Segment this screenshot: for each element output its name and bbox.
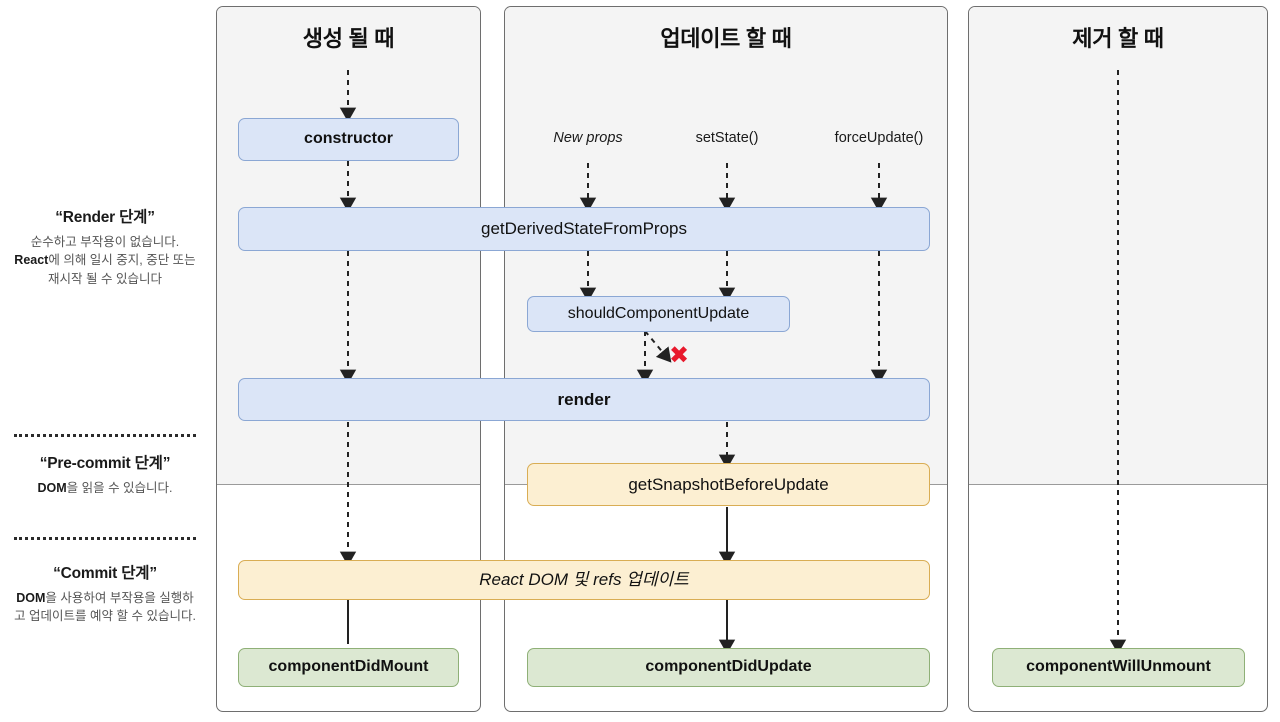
- legend-pre-commit-phase: “Pre-commit 단계” DOM을 읽을 수 있습니다.: [0, 451, 210, 497]
- abort-x-icon: ✖: [669, 341, 690, 369]
- node-component-will-unmount[interactable]: componentWillUnmount: [992, 648, 1245, 687]
- legend-commit-phase-title: “Commit 단계”: [53, 565, 157, 582]
- panel-mounting-title: 생성 될 때: [302, 26, 395, 51]
- node-should-component-update-label: shouldComponentUpdate: [567, 304, 750, 322]
- panel-unmounting-title: 제거 할 때: [1072, 26, 1164, 51]
- panel-unmounting-render-region: [969, 7, 1267, 485]
- legend-render-phase-desc: 순수하고 부작용이 없습니다. React에 의해 일시 중지, 중단 또는 재…: [14, 235, 196, 286]
- node-react-dom-and-refs-update[interactable]: React DOM 및 refs 업데이트: [238, 560, 930, 600]
- panel-mounting: 생성 될 때: [216, 6, 481, 712]
- node-constructor[interactable]: constructor: [238, 118, 459, 161]
- legend-pre-commit-phase-desc: DOM을 읽을 수 있습니다.: [37, 481, 173, 495]
- node-render-label: render: [557, 389, 611, 409]
- legend-commit-phase: “Commit 단계” DOM을 사용하여 부작용을 실행하고 업데이트를 예약…: [0, 561, 210, 626]
- node-constructor-label: constructor: [304, 130, 393, 148]
- node-get-derived-state-from-props[interactable]: getDerivedStateFromProps: [238, 207, 930, 251]
- node-should-component-update[interactable]: shouldComponentUpdate: [527, 296, 790, 332]
- trigger-new-props: New props: [553, 130, 623, 146]
- trigger-force-update: forceUpdate(): [834, 130, 924, 146]
- panel-updating-title: 업데이트 할 때: [660, 26, 792, 51]
- legend-render-phase-title: “Render 단계”: [55, 209, 155, 226]
- legend-render-phase: “Render 단계” 순수하고 부작용이 없습니다. React에 의해 일시…: [0, 205, 210, 288]
- node-render[interactable]: render: [238, 378, 930, 421]
- node-component-did-update[interactable]: componentDidUpdate: [527, 648, 930, 687]
- phase-legend-column: “Render 단계” 순수하고 부작용이 없습니다. React에 의해 일시…: [0, 0, 210, 722]
- node-component-did-mount-label: componentDidMount: [268, 658, 429, 676]
- node-component-did-update-label: componentDidUpdate: [645, 658, 812, 676]
- node-get-snapshot-before-update-label: getSnapshotBeforeUpdate: [628, 474, 829, 494]
- node-component-will-unmount-label: componentWillUnmount: [1026, 658, 1211, 676]
- panel-updating: 업데이트 할 때: [504, 6, 948, 712]
- node-react-dom-and-refs-update-label: React DOM 및 refs 업데이트: [479, 570, 689, 590]
- legend-pre-commit-phase-title: “Pre-commit 단계”: [39, 455, 171, 472]
- legend-divider-bottom: [14, 537, 196, 540]
- legend-divider-top: [14, 434, 196, 437]
- node-component-did-mount[interactable]: componentDidMount: [238, 648, 459, 687]
- node-get-derived-state-from-props-label: getDerivedStateFromProps: [481, 219, 687, 239]
- panel-unmounting: 제거 할 때: [968, 6, 1268, 712]
- trigger-set-state: setState(): [695, 130, 759, 146]
- node-get-snapshot-before-update[interactable]: getSnapshotBeforeUpdate: [527, 463, 930, 506]
- legend-commit-phase-desc: DOM을 사용하여 부작용을 실행하고 업데이트를 예약 할 수 있습니다.: [14, 591, 196, 624]
